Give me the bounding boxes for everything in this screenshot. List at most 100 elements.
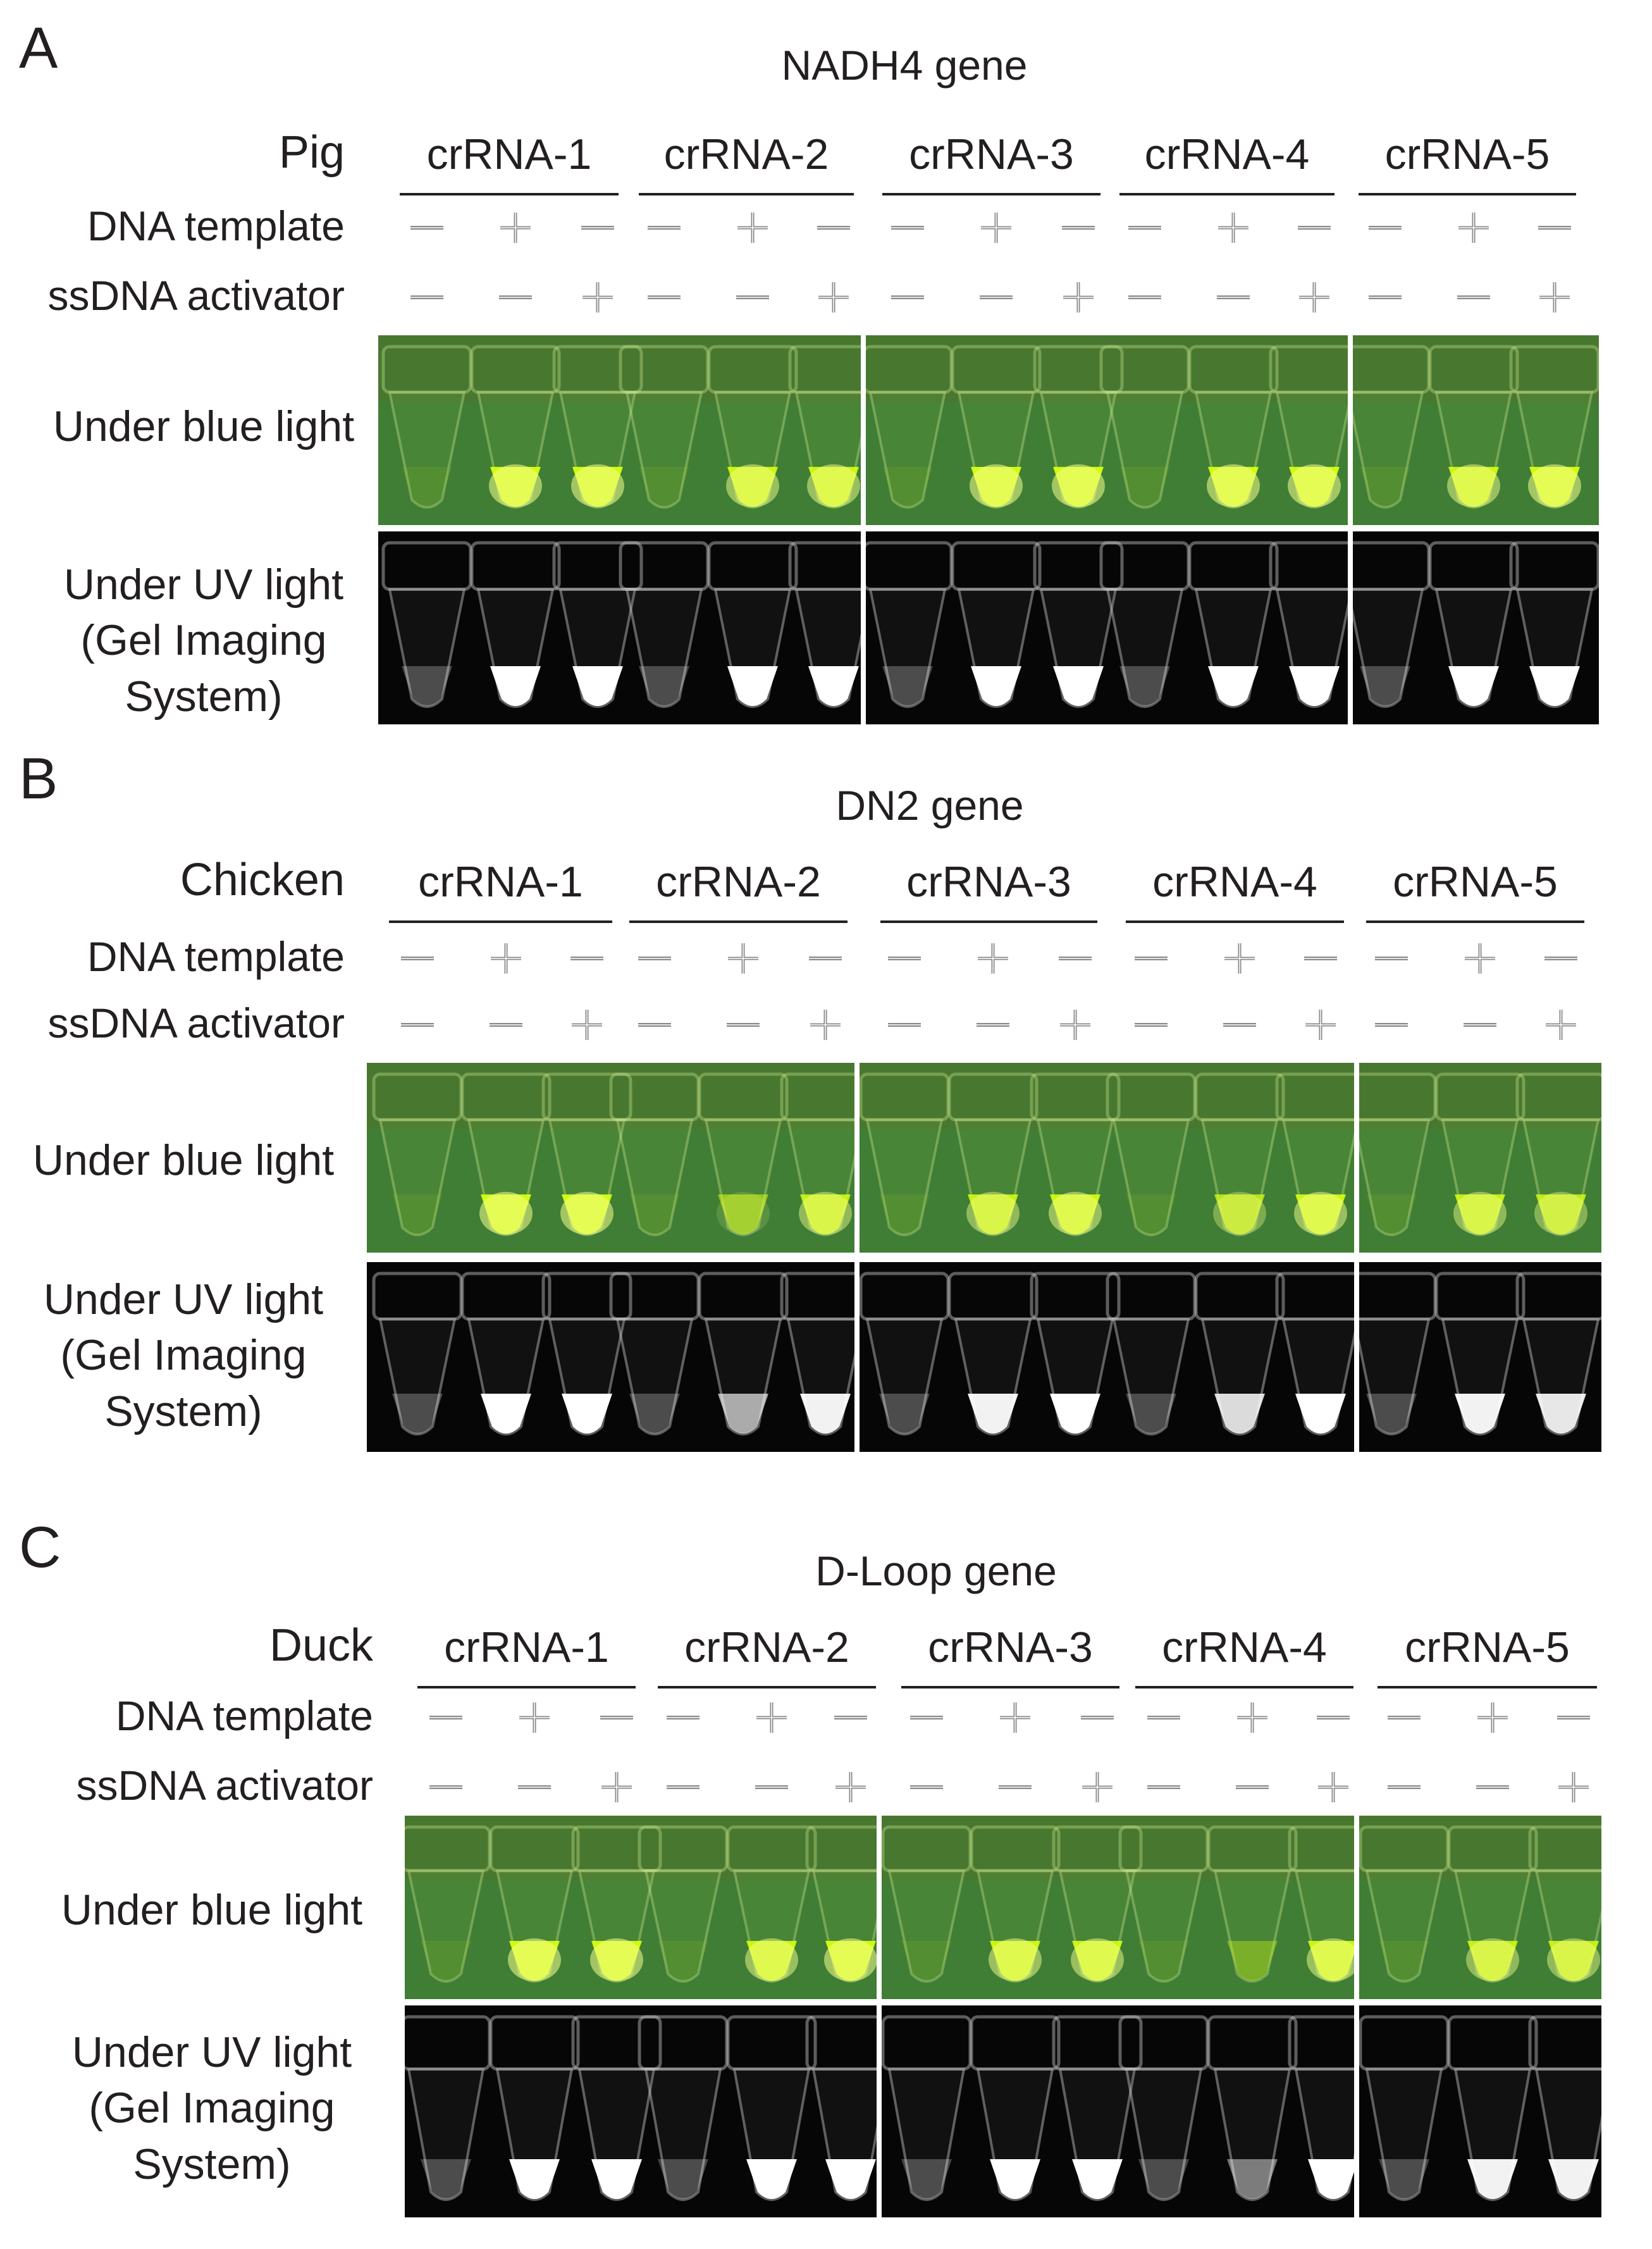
activator-sign-icon	[885, 1006, 923, 1044]
template-sign-icon	[645, 209, 683, 247]
activator-sign-icon	[1474, 1768, 1512, 1806]
template-sign-icon	[974, 939, 1012, 977]
uv-light-label-line: (Gel Imaging	[60, 1331, 307, 1380]
activator-sign-icon	[1221, 1006, 1259, 1044]
blue-light-label: Under blue light	[52, 402, 355, 450]
blue-light-photo	[882, 1816, 1354, 1999]
activator-sign-icon	[1385, 1768, 1423, 1806]
activator-sign-icon	[636, 1006, 674, 1044]
template-sign-icon	[977, 209, 1015, 247]
uv-light-photo	[367, 1262, 854, 1452]
activator-sign-icon	[427, 1768, 465, 1806]
activator-sign-icon	[889, 278, 927, 316]
activator-sign-icon	[1366, 278, 1404, 316]
activator-sign-icon	[408, 278, 446, 316]
activator-sign-icon	[753, 1768, 791, 1806]
template-sign-icon	[908, 1699, 946, 1737]
uv-light-photo	[405, 2005, 877, 2217]
template-sign-icon	[408, 209, 446, 247]
template-sign-icon	[1214, 209, 1252, 247]
activator-sign-icon	[645, 278, 683, 316]
crrna-header: crRNA-3	[928, 1623, 1093, 1671]
crrna-header: crRNA-2	[656, 858, 821, 906]
activator-sign-icon	[398, 1006, 436, 1044]
template-sign-icon	[1145, 1699, 1183, 1737]
activator-sign-icon	[1145, 1768, 1183, 1806]
uv-light-label-line: (Gel Imaging	[89, 2084, 335, 2133]
crrna-underline	[1366, 920, 1584, 923]
crrna-underline	[400, 193, 619, 195]
template-sign-icon	[832, 1699, 870, 1737]
uv-light-label-line: System)	[133, 2140, 291, 2188]
template-sign-icon	[487, 939, 525, 977]
template-sign-icon	[579, 209, 617, 247]
crrna-header: crRNA-2	[684, 1623, 849, 1671]
crrna-header: crRNA-4	[1152, 858, 1317, 906]
uv-light-label-line: Under UV light	[43, 1275, 324, 1323]
template-sign-icon	[636, 939, 674, 977]
crrna-underline	[882, 193, 1100, 195]
blue-light-photo	[860, 1063, 1354, 1253]
crrna-underline	[901, 1686, 1119, 1688]
dna-template-label: DNA template	[115, 1692, 373, 1739]
template-sign-icon	[1474, 1699, 1512, 1737]
activator-sign-icon	[996, 1768, 1034, 1806]
uv-light-photo	[866, 531, 1348, 724]
template-sign-icon	[1059, 209, 1097, 247]
activator-sign-icon	[1302, 1006, 1340, 1044]
panel-letter: C	[19, 1515, 61, 1580]
template-sign-icon	[753, 1699, 791, 1737]
uv-light-photo	[1359, 2005, 1601, 2217]
template-sign-icon	[806, 939, 844, 977]
uv-light-photo	[1359, 1262, 1601, 1452]
activator-sign-icon	[568, 1006, 606, 1044]
template-sign-icon	[1314, 1699, 1352, 1737]
blue-light-photo	[1353, 335, 1599, 525]
template-sign-icon	[1221, 939, 1259, 977]
crrna-underline	[1359, 193, 1576, 195]
template-sign-icon	[427, 1699, 465, 1737]
template-sign-icon	[1555, 1699, 1593, 1737]
activator-sign-icon	[1295, 278, 1333, 316]
activator-sign-icon	[496, 278, 534, 316]
activator-sign-icon	[1059, 278, 1097, 316]
blue-light-label: Under blue light	[61, 1886, 363, 1934]
activator-sign-icon	[974, 1006, 1012, 1044]
template-sign-icon	[1078, 1699, 1116, 1737]
activator-sign-icon	[1078, 1768, 1116, 1806]
crrna-header: crRNA-5	[1384, 130, 1550, 178]
blue-light-photo	[1359, 1063, 1601, 1253]
species-label: Pig	[278, 127, 345, 178]
activator-sign-icon	[1372, 1006, 1410, 1044]
activator-sign-icon	[579, 278, 617, 316]
ssdna-activator-label: ssDNA activator	[47, 1000, 345, 1046]
activator-sign-icon	[815, 278, 853, 316]
template-sign-icon	[1455, 209, 1493, 247]
uv-light-label-line: (Gel Imaging	[80, 616, 327, 665]
activator-sign-icon	[1455, 278, 1493, 316]
activator-sign-icon	[1536, 278, 1574, 316]
activator-sign-icon	[1555, 1768, 1593, 1806]
template-sign-icon	[885, 939, 923, 977]
activator-sign-icon	[832, 1768, 870, 1806]
activator-sign-icon	[1233, 1768, 1271, 1806]
crrna-underline	[1119, 193, 1335, 195]
panel-letter: A	[19, 16, 58, 80]
activator-sign-icon	[515, 1768, 553, 1806]
crrna-header: crRNA-4	[1162, 1623, 1327, 1671]
gene-title: D-Loop gene	[815, 1547, 1057, 1594]
crrna-header: crRNA-3	[909, 130, 1074, 178]
crrna-header: crRNA-1	[426, 130, 592, 178]
template-sign-icon	[996, 1699, 1034, 1737]
uv-light-label-line: System)	[125, 672, 283, 721]
template-sign-icon	[398, 939, 436, 977]
template-sign-icon	[1461, 939, 1499, 977]
template-sign-icon	[1536, 209, 1574, 247]
crrna-underline	[1378, 1686, 1597, 1688]
activator-sign-icon	[908, 1768, 946, 1806]
ssdna-activator-label: ssDNA activator	[76, 1762, 373, 1809]
species-label: Duck	[269, 1620, 373, 1671]
